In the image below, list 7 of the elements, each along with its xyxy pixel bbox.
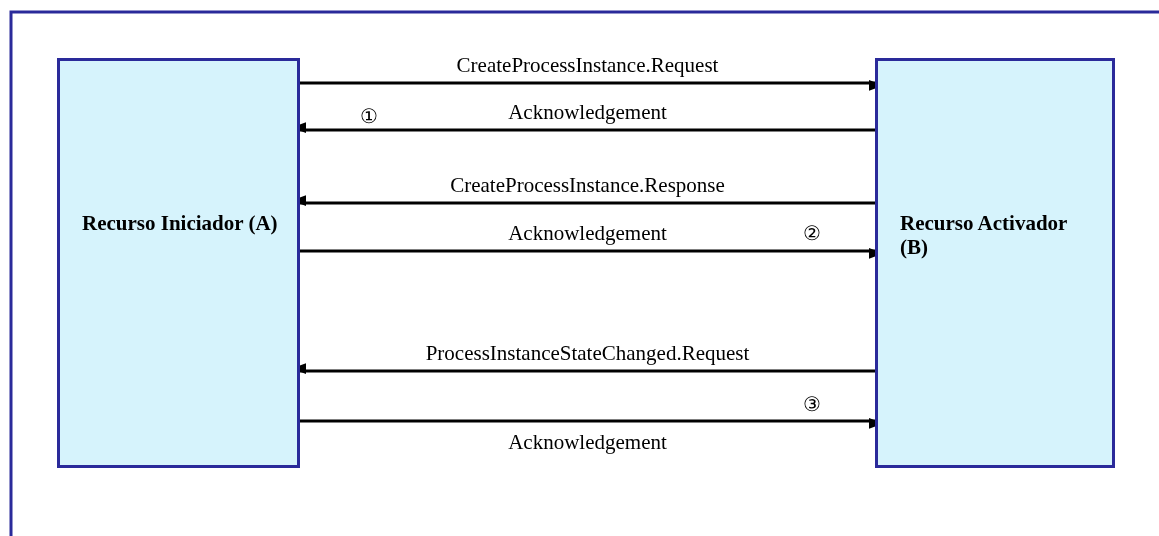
step-number: ①	[360, 105, 378, 127]
participant-name: Recurso Iniciador (A)	[82, 211, 279, 235]
participant-box	[875, 58, 1115, 468]
step-number: ③	[803, 393, 821, 415]
step-number: ②	[803, 222, 821, 244]
participant-name: Recurso Activador (B)	[900, 211, 1068, 259]
participant-box	[57, 58, 300, 468]
